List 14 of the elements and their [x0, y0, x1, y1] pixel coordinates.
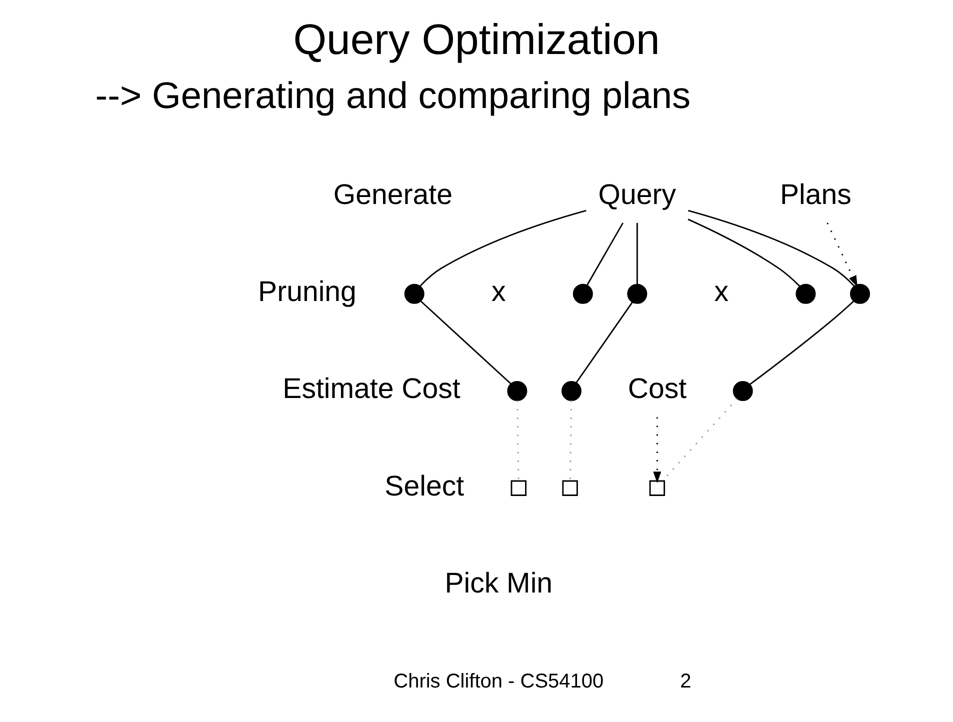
label: 2 — [680, 670, 692, 693]
label: Pruning — [258, 276, 356, 308]
node-text: Cost — [628, 373, 687, 406]
diagram-title: Query Optimization — [293, 16, 660, 64]
label: Chris Clifton - CS54100 — [394, 670, 604, 693]
label: --> Generating and comparing plans — [95, 74, 691, 116]
label: Estimate Cost — [282, 373, 460, 406]
label: Generate — [333, 178, 452, 211]
node-text: Plans — [780, 178, 852, 211]
label: Pick Min — [444, 567, 553, 600]
label: x — [714, 276, 729, 308]
label: x — [492, 276, 506, 308]
label: Select — [384, 470, 464, 502]
node-text: Query — [598, 178, 676, 211]
